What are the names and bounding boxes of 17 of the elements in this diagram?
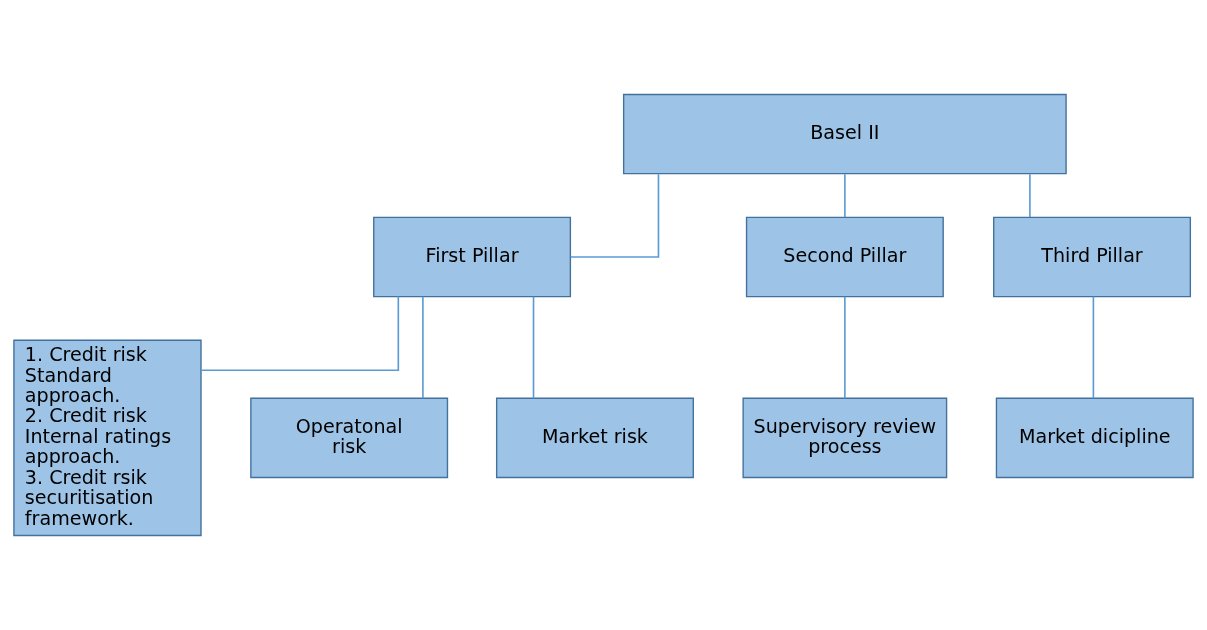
connector — [532, 295, 535, 400]
node-box: Second Pillar — [745, 216, 944, 298]
connector — [1092, 295, 1095, 400]
node-box: Operatonal risk — [250, 397, 449, 479]
node-box: Market dicipline — [995, 397, 1194, 479]
connector — [844, 173, 846, 218]
node-box: Basel II — [622, 93, 1067, 175]
node-box: First Pillar — [373, 216, 572, 298]
node-box: Market risk — [495, 397, 694, 479]
node-box: 1. Credit risk Standard approach. 2. Credit risk Internal ratings approach. 3. Credit rsik securitisation framework. — [13, 339, 202, 537]
connector — [422, 295, 424, 400]
connector — [200, 295, 400, 372]
connector — [844, 295, 846, 400]
node-box: Supervisory review process — [742, 397, 948, 479]
connector — [569, 173, 660, 258]
connector — [1029, 173, 1031, 218]
node-box: Third Pillar — [993, 216, 1192, 298]
